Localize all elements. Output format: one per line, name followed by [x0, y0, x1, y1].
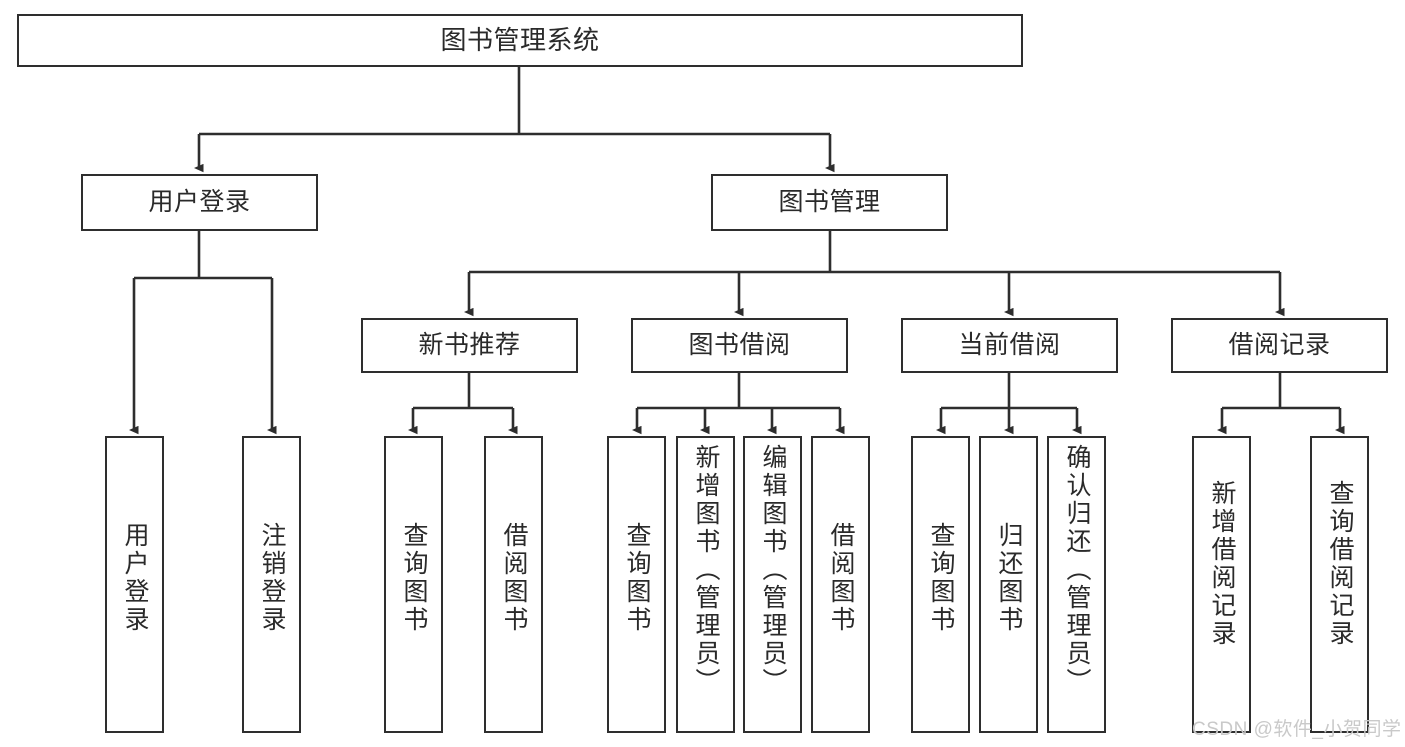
node-leaf-return-book[interactable]: 归还图书 — [979, 436, 1038, 733]
node-label: 归还图书 — [995, 522, 1023, 634]
node-label: 借阅图书 — [500, 522, 528, 634]
node-label: 用户登录 — [148, 187, 251, 216]
node-new-book-recommend[interactable]: 新书推荐 — [361, 318, 578, 373]
node-label: 新增图书（管理员） — [692, 444, 720, 696]
node-label: 当前借阅 — [958, 330, 1061, 359]
node-label: 编辑图书（管理员） — [759, 444, 787, 696]
node-leaf-query-book-2[interactable]: 查询图书 — [607, 436, 666, 733]
node-leaf-add-book[interactable]: 新增图书（管理员） — [676, 436, 735, 733]
node-leaf-borrow-book-1[interactable]: 借阅图书 — [484, 436, 543, 733]
node-book-management-system[interactable]: 图书管理系统 — [17, 14, 1023, 67]
node-book-borrow[interactable]: 图书借阅 — [631, 318, 848, 373]
node-leaf-edit-book[interactable]: 编辑图书（管理员） — [743, 436, 802, 733]
csdn-watermark: CSDN @软件_小贺同学 — [1192, 719, 1402, 740]
node-label: 借阅记录 — [1228, 330, 1331, 359]
node-leaf-logout[interactable]: 注销登录 — [242, 436, 301, 733]
node-leaf-user-login[interactable]: 用户登录 — [105, 436, 164, 733]
node-current-borrow[interactable]: 当前借阅 — [901, 318, 1118, 373]
node-book-management[interactable]: 图书管理 — [711, 174, 948, 231]
node-label: 新书推荐 — [418, 330, 521, 359]
node-borrow-record[interactable]: 借阅记录 — [1171, 318, 1388, 373]
node-label: 图书借阅 — [688, 330, 791, 359]
node-label: 查询图书 — [927, 522, 955, 634]
node-label: 查询借阅记录 — [1326, 480, 1354, 648]
node-label: 新增借阅记录 — [1208, 480, 1236, 648]
node-label: 确认归还（管理员） — [1063, 444, 1091, 696]
node-user-login[interactable]: 用户登录 — [81, 174, 318, 231]
node-leaf-query-record[interactable]: 查询借阅记录 — [1310, 436, 1369, 733]
node-label: 查询图书 — [623, 522, 651, 634]
node-label: 借阅图书 — [827, 522, 855, 634]
node-leaf-borrow-book-2[interactable]: 借阅图书 — [811, 436, 870, 733]
node-leaf-query-book-3[interactable]: 查询图书 — [911, 436, 970, 733]
node-label: 用户登录 — [121, 522, 149, 634]
node-leaf-confirm-return[interactable]: 确认归还（管理员） — [1047, 436, 1106, 733]
node-label: 查询图书 — [400, 522, 428, 634]
node-label: 图书管理系统 — [440, 25, 600, 56]
node-label: 注销登录 — [258, 522, 286, 634]
node-leaf-query-book-1[interactable]: 查询图书 — [384, 436, 443, 733]
node-leaf-add-record[interactable]: 新增借阅记录 — [1192, 436, 1251, 733]
node-label: 图书管理 — [778, 187, 881, 216]
